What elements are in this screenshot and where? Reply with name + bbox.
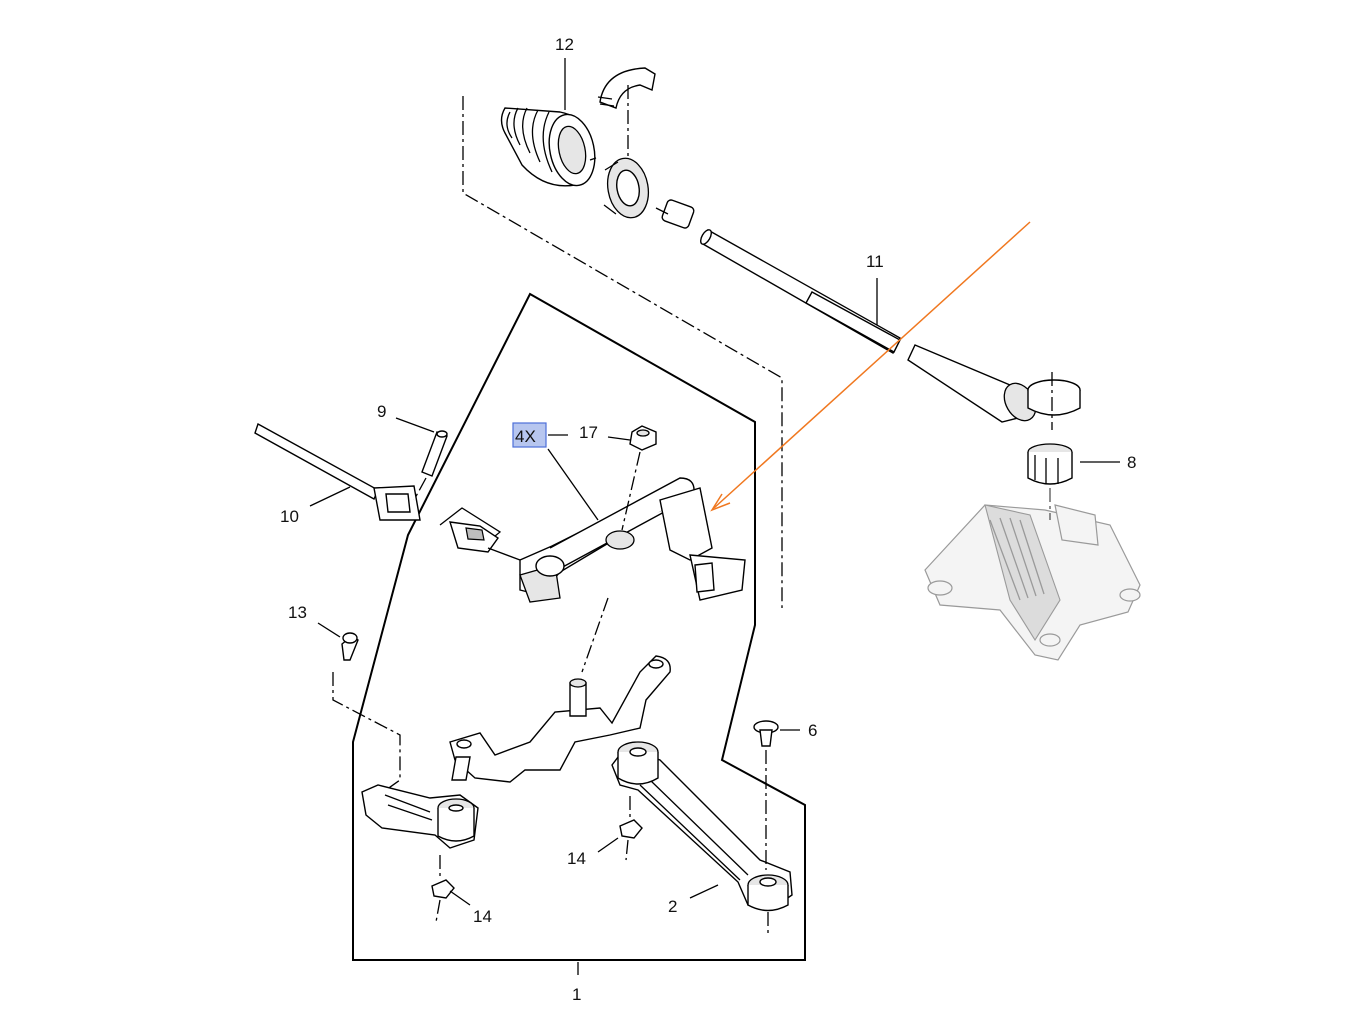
callout-17: 17 (579, 423, 598, 442)
callout-2: 2 (668, 897, 677, 916)
callout-11: 11 (866, 252, 884, 271)
orange-pointer-arrow (710, 221, 1031, 512)
subassembly-boundary (462, 96, 783, 608)
shift-lever-bracket (439, 477, 746, 603)
part-9-pin (421, 430, 448, 477)
qty-badge: 4X (515, 427, 536, 446)
shifter-housing-context (924, 488, 1141, 661)
callout-8: 8 (1127, 453, 1136, 472)
left-mount (361, 784, 479, 849)
part-17-nut (621, 425, 657, 531)
callout-12: 12 (555, 35, 574, 54)
leader-4x (547, 448, 599, 521)
leader-17 (607, 436, 631, 441)
callout-13: 13 (288, 603, 307, 622)
part-8-bushing (1027, 372, 1081, 485)
callout-6: 6 (808, 721, 817, 740)
callout-10: 10 (280, 507, 299, 526)
leader-10 (309, 486, 351, 507)
leader-14-left (449, 890, 471, 906)
part-2-arm-mount (611, 741, 793, 912)
callout-1: 1 (572, 985, 581, 1004)
qty-badge-box (512, 422, 547, 448)
callout-14-left: 14 (473, 907, 492, 926)
leader-2 (689, 884, 719, 899)
callout-9: 9 (377, 402, 386, 421)
leader-14-mid (597, 837, 619, 853)
part-12-boot-assembly (500, 67, 695, 229)
assembly-frame (352, 292, 806, 961)
part-13-bolt (341, 632, 359, 661)
callout-14-mid: 14 (567, 849, 586, 868)
part-14-clip-left (431, 855, 455, 923)
part-6-screw (753, 720, 779, 935)
leader-9 (395, 417, 435, 433)
leader-13 (317, 622, 341, 638)
lower-mounting-bracket (449, 655, 671, 783)
part-14-clip-mid (619, 796, 643, 861)
part-10-selector-shaft (254, 422, 421, 521)
